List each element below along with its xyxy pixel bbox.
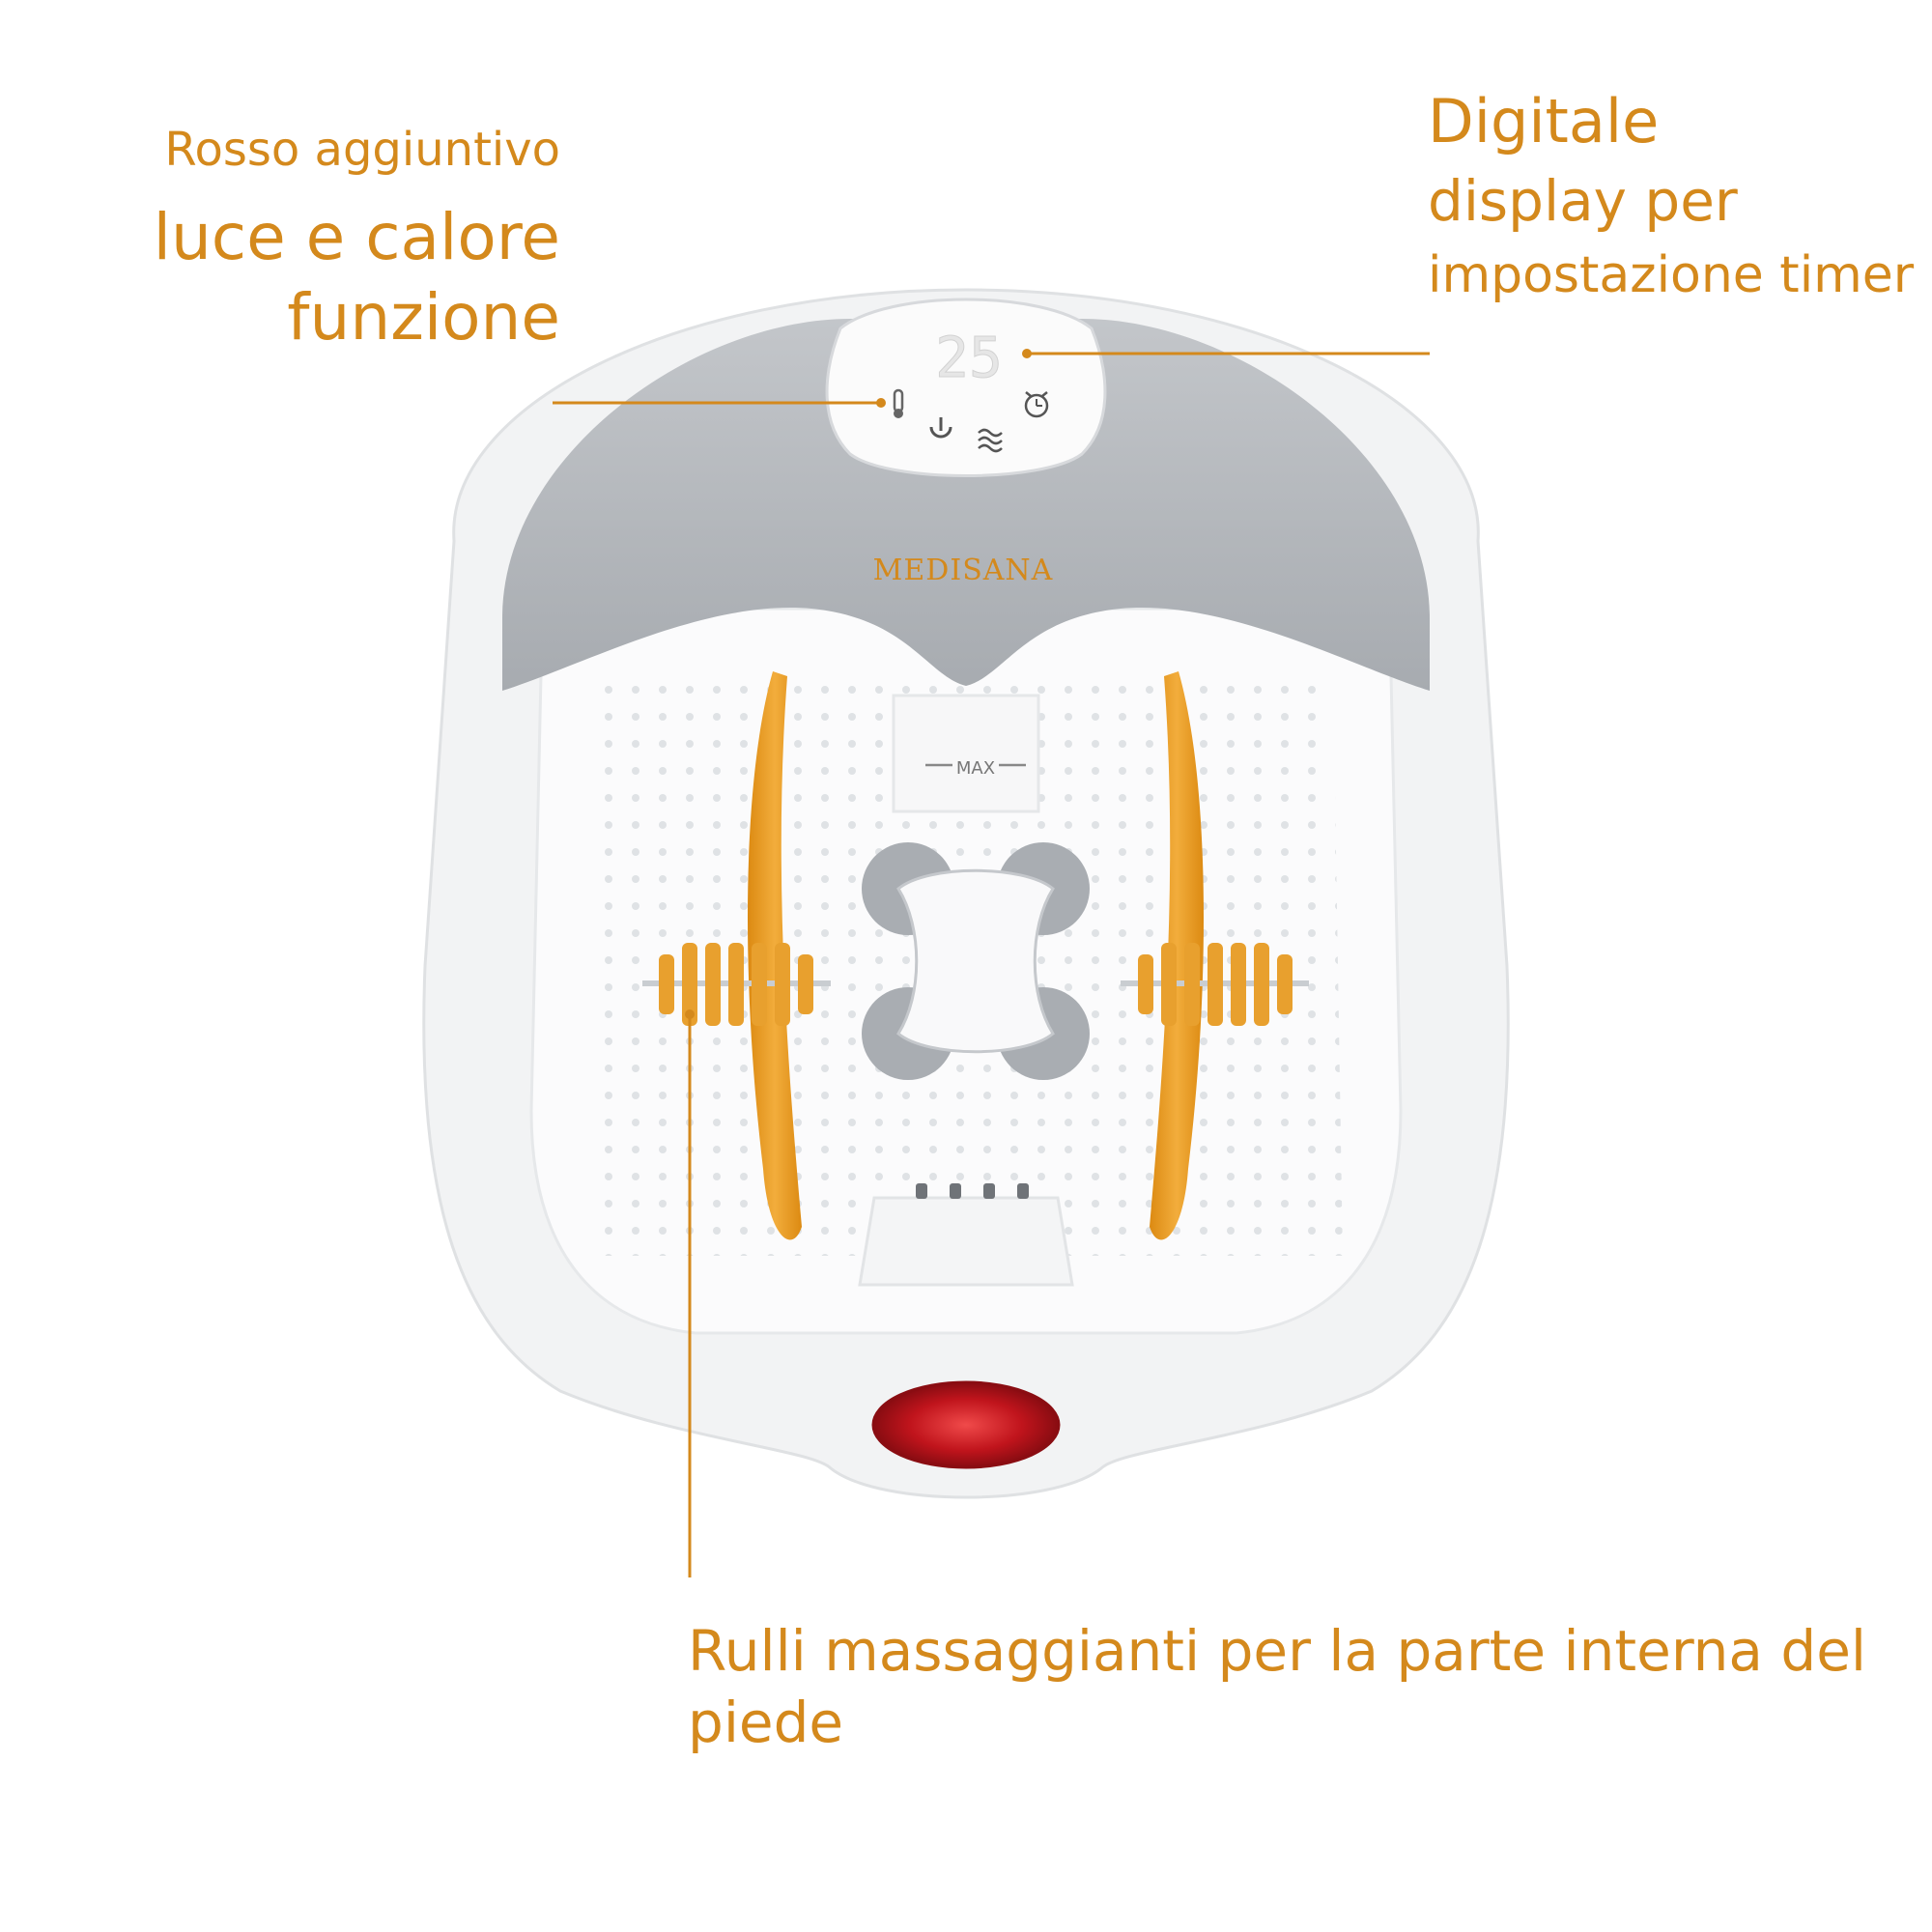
callout-timer-line3: impostazione timer	[1428, 245, 1915, 304]
left-massage-roller	[642, 943, 831, 1026]
callout-light-heat: Rosso aggiuntivo luce e calore funzione	[153, 123, 560, 357]
callout-light-line2: luce e calore	[153, 200, 560, 275]
max-label: MAX	[956, 758, 995, 779]
max-indicator	[892, 694, 1040, 813]
central-massage-unit	[862, 842, 1090, 1080]
thermometer-icon[interactable]	[893, 388, 904, 418]
grey-shell	[502, 319, 1430, 691]
red-light	[871, 1380, 1061, 1469]
bubbles-icon[interactable]	[978, 428, 1003, 453]
callout-rollers: Rulli massaggianti per la parte interna …	[688, 1618, 1867, 1756]
callout-light-line1: Rosso aggiuntivo	[164, 123, 560, 177]
brand-logo: MEDISANA	[873, 554, 1054, 587]
callout-timer-line2: display per	[1428, 168, 1738, 235]
drain-grille	[858, 1183, 1074, 1287]
callout-timer-display: Digitale display per impostazione timer	[1428, 87, 1914, 305]
callout-light-line3: funzione	[287, 279, 560, 355]
right-orange-strip	[1150, 671, 1205, 1240]
timer-display: 25	[935, 325, 1003, 390]
left-orange-strip	[747, 671, 802, 1240]
callout-timer-line1: Digitale	[1428, 86, 1660, 156]
right-massage-roller	[1121, 943, 1309, 1026]
alarm-clock-icon[interactable]	[1024, 391, 1049, 418]
control-panel	[825, 298, 1107, 477]
power-icon[interactable]	[929, 417, 952, 439]
